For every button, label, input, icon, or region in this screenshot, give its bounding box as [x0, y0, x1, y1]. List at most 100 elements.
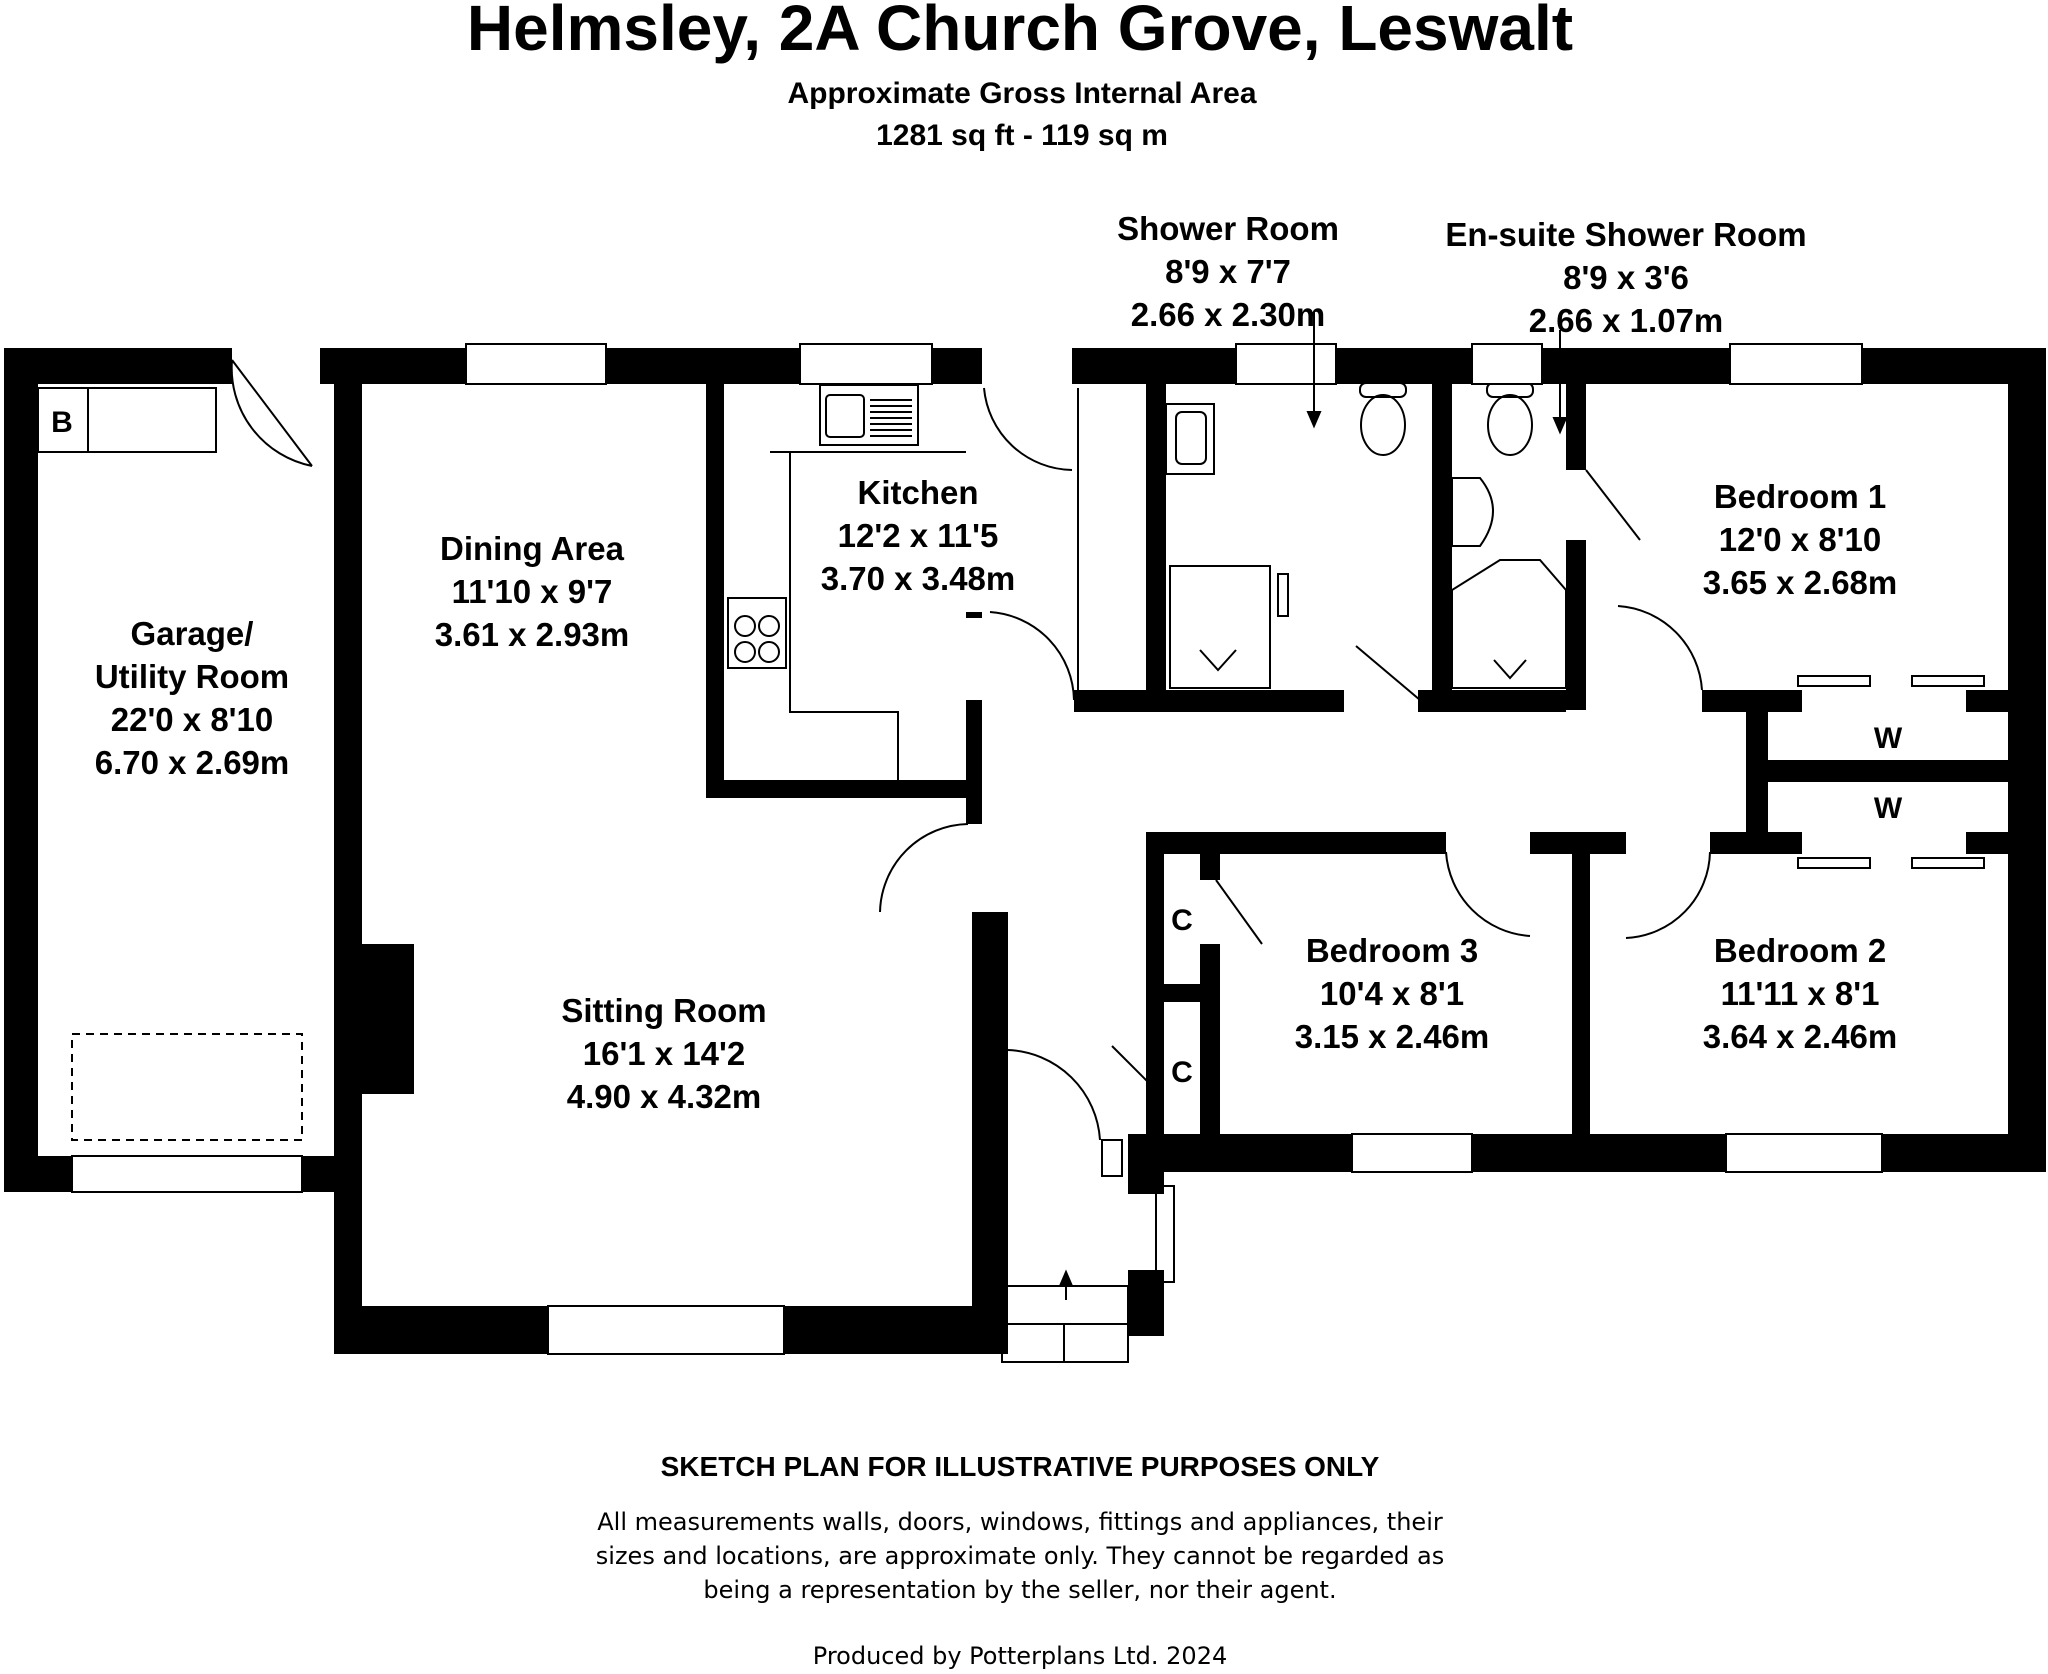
dining-metric: 3.61 x 2.93m	[435, 616, 630, 653]
shower-metric: 2.66 x 2.30m	[1131, 296, 1326, 333]
area-label: Approximate Gross Internal Area	[787, 77, 1256, 110]
wall-kitchen-right	[966, 700, 982, 824]
disclaimer-heading: SKETCH PLAN FOR ILLUSTRATIVE PURPOSES ON…	[661, 1451, 1380, 1482]
wall-porch-left	[972, 1140, 1008, 1170]
cupboard-tag-1: C	[1171, 904, 1193, 937]
sitting-door	[879, 823, 969, 913]
boiler-tag: B	[51, 406, 73, 439]
window-dining	[465, 343, 607, 385]
disclaimer-line-1: All measurements walls, doors, windows, …	[597, 1508, 1443, 1536]
hob-ring-4	[758, 641, 780, 663]
label-ensuite: En-suite Shower Room 8'9 x 3'6 2.66 x 1.…	[1445, 216, 1806, 339]
label-bedroom2: Bedroom 2 11'11 x 8'1 3.64 x 2.46m	[1703, 932, 1898, 1055]
cupboard1-door	[1215, 879, 1263, 945]
sink-drainer	[870, 399, 912, 437]
ensuite-basin	[1451, 477, 1494, 547]
garage-name-2: Utility Room	[95, 658, 289, 695]
wall-shower-ensuite	[1432, 348, 1452, 710]
window-bedroom3	[1351, 1133, 1473, 1173]
wall-ensuite-right-low	[1566, 540, 1586, 710]
garage-metric: 6.70 x 2.69m	[95, 744, 290, 781]
label-arrows	[1058, 312, 1568, 1287]
dining-name: Dining Area	[440, 530, 625, 567]
ensuite-metric: 2.66 x 1.07m	[1529, 302, 1724, 339]
disclaimer-line-2: sizes and locations, are approximate onl…	[596, 1542, 1444, 1570]
bedroom3-name: Bedroom 3	[1306, 932, 1478, 969]
kitchen-name: Kitchen	[857, 474, 978, 511]
producer-credit: Produced by Potterplans Ltd. 2024	[813, 1642, 1227, 1670]
wall-ensuite-bottom	[1418, 690, 1566, 712]
dining-imperial: 11'10 x 9'7	[452, 573, 613, 610]
room-labels: Garage/ Utility Room 22'0 x 8'10 6.70 x …	[95, 210, 1898, 1115]
wall-shower-bottom	[1074, 690, 1344, 712]
hob-ring-1	[734, 615, 756, 637]
wall-cupboard-divider	[1146, 984, 1206, 1002]
wall-shower-left	[1146, 348, 1166, 710]
bedroom1-door	[1617, 605, 1703, 691]
label-bedroom3: Bedroom 3 10'4 x 8'1 3.15 x 2.46m	[1295, 932, 1490, 1055]
window-garage	[71, 1155, 303, 1193]
fixtures	[37, 382, 1985, 1363]
ensuite-wc-bowl	[1487, 394, 1533, 456]
bedroom3-door	[1445, 851, 1531, 937]
window-kitchen	[799, 343, 933, 385]
ensuite-imperial: 8'9 x 3'6	[1563, 259, 1689, 296]
shower-drain	[1199, 649, 1237, 672]
garage-name-1: Garage/	[131, 615, 254, 652]
label-bedroom1: Bedroom 1 12'0 x 8'10 3.65 x 2.68m	[1703, 478, 1898, 601]
ensuite-arrowhead	[1552, 417, 1568, 435]
window-porch	[1101, 1139, 1123, 1177]
wall-bed2-top	[1710, 832, 1802, 854]
kitchen-imperial: 12'2 x 11'5	[838, 517, 999, 554]
wall-kitchen-left	[706, 348, 724, 798]
wall-bed3-bed2	[1572, 832, 1590, 1172]
wall-right	[2008, 348, 2046, 1170]
shower-tray	[1169, 565, 1271, 689]
kitchen-outer-door	[983, 387, 1073, 471]
label-shower: Shower Room 8'9 x 7'7 2.66 x 2.30m	[1117, 210, 1339, 333]
porch-window	[1155, 1185, 1175, 1283]
wardrobe-slide-1a	[1797, 675, 1871, 687]
bedroom1-imperial: 12'0 x 8'10	[1719, 521, 1882, 558]
area-value: 1281 sq ft - 119 sq m	[876, 119, 1168, 152]
garage-car-outline	[71, 1033, 303, 1141]
kitchen-metric: 3.70 x 3.48m	[821, 560, 1016, 597]
label-sitting: Sitting Room 16'1 x 14'2 4.90 x 4.32m	[561, 992, 766, 1115]
label-garage: Garage/ Utility Room 22'0 x 8'10 6.70 x …	[95, 615, 290, 781]
shower-arrowhead	[1306, 411, 1322, 429]
wall-left-garage	[4, 348, 38, 1192]
bedroom1-metric: 3.65 x 2.68m	[1703, 564, 1898, 601]
wall-top-garage	[4, 348, 232, 384]
cupboard-tag-2: C	[1171, 1056, 1193, 1089]
wardrobe-tag-2: W	[1874, 792, 1903, 825]
wash-basin-inner	[1175, 411, 1207, 465]
wall-kitchen-right-upper	[966, 612, 982, 618]
ensuite-door	[1585, 469, 1641, 541]
bedroom2-imperial: 11'11 x 8'1	[1721, 975, 1880, 1012]
bedroom2-name: Bedroom 2	[1714, 932, 1886, 969]
sitting-metric: 4.90 x 4.32m	[567, 1078, 762, 1115]
windows	[71, 343, 1883, 1355]
wall-garage-dining	[334, 348, 362, 1354]
sink-bowl	[825, 394, 865, 438]
plan-title: Helmsley, 2A Church Grove, Leswalt	[467, 0, 1573, 64]
bedroom2-metric: 3.64 x 2.46m	[1703, 1018, 1898, 1055]
shower-name: Shower Room	[1117, 210, 1339, 247]
wall-porch-right	[1128, 1134, 1164, 1194]
label-dining: Dining Area 11'10 x 9'7 3.61 x 2.93m	[435, 530, 630, 653]
wall-wardrobe-mid	[1768, 760, 2046, 782]
window-bedroom1	[1729, 343, 1863, 385]
wall-kitchen-bottom	[706, 780, 972, 798]
sitting-name: Sitting Room	[561, 992, 766, 1029]
bedroom2-door	[1625, 851, 1711, 939]
window-bedroom2	[1725, 1133, 1883, 1173]
wall-cupboard-right	[1200, 832, 1220, 880]
garage-imperial: 22'0 x 8'10	[111, 701, 274, 738]
bedroom3-metric: 3.15 x 2.46m	[1295, 1018, 1490, 1055]
shower-door	[1355, 645, 1421, 701]
window-ensuite	[1471, 343, 1543, 385]
wardrobe-slide-2a	[1797, 857, 1871, 869]
wardrobe-slide-2b	[1911, 857, 1985, 869]
wall-cupboard-right-low	[1200, 944, 1220, 1170]
